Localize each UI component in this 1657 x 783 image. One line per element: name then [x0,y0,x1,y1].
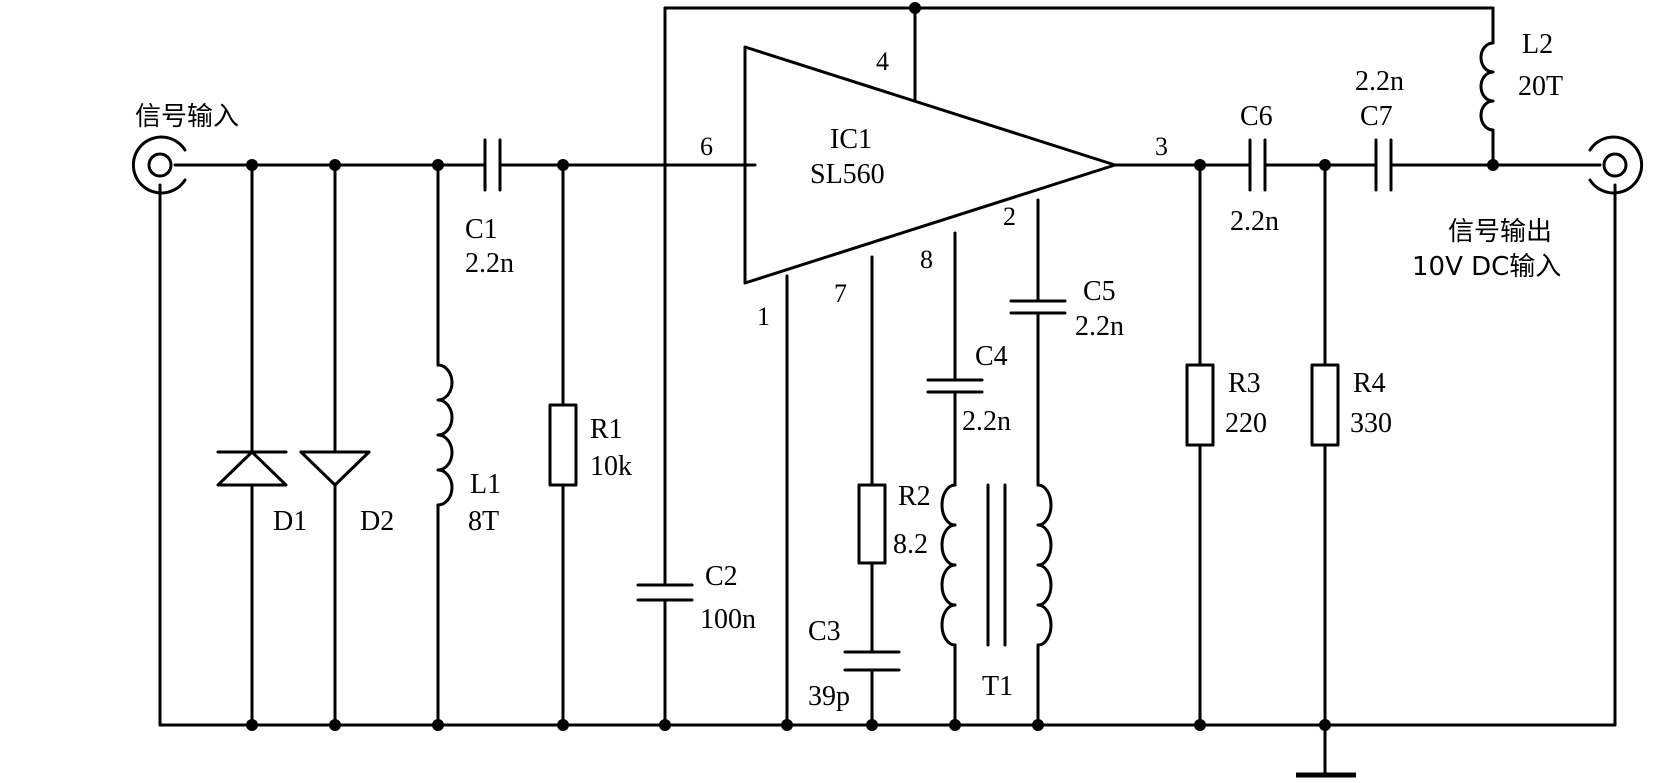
l2-ref-label: L2 [1522,29,1553,60]
junction-dots [246,2,1499,731]
input-terminal-label: 信号输入 [135,102,239,132]
c6-ref-label: C6 [1240,101,1273,132]
capacitor-c7-symbol [1374,138,1393,192]
resistor-r1-symbol [548,403,578,487]
r2-value-label: 8.2 [893,529,928,560]
resistor-r2-symbol [857,483,887,565]
c1-value-label: 2.2n [465,248,514,279]
c2-value-label: 100n [700,604,756,635]
d2-ref-label: D2 [360,506,394,537]
ic1-amplifier-triangle [743,45,1117,285]
pin-7-label: 7 [834,279,847,308]
inductor-l1-symbol [436,363,454,507]
capacitor-c3-symbol [843,650,901,672]
pin-2-label: 2 [1003,202,1016,231]
input-terminal [131,135,187,195]
c3-ref-label: C3 [808,616,841,647]
pin-8-label: 8 [920,245,933,274]
c3-value-label: 39p [808,681,850,712]
wires [158,6,1617,775]
transformer-t1-symbol [940,483,1053,647]
r1-ref-label: R1 [590,414,623,445]
l1-value-label: 8T [468,506,499,537]
r3-value-label: 220 [1225,408,1267,439]
l2-value-label: 20T [1518,71,1563,102]
c6-value-label: 2.2n [1230,206,1279,237]
output-terminal-label: 信号输出 [1448,217,1552,247]
dc-input-label: 10V DC输入 [1412,252,1561,282]
pin-6-label: 6 [700,132,713,161]
pin-3-label: 3 [1155,132,1168,161]
d1-ref-label: D1 [273,506,307,537]
inductor-l2-symbol [1479,41,1495,132]
c4-ref-label: C4 [975,341,1008,372]
capacitor-c2-symbol [636,583,694,602]
resistor-r3-symbol [1185,363,1215,447]
c2-ref-label: C2 [705,561,738,592]
l1-ref-label: L1 [470,469,501,500]
ic-part-label: SL560 [810,159,885,190]
ic-ref-label: IC1 [830,124,872,155]
t1-ref-label: T1 [982,671,1013,702]
r4-ref-label: R4 [1353,368,1386,399]
pin-4-label: 4 [876,47,889,76]
output-terminal [1588,135,1644,195]
capacitor-c6-symbol [1248,138,1267,192]
capacitor-c5-symbol [1009,299,1067,315]
pin-1-label: 1 [757,302,770,331]
r3-ref-label: R3 [1228,368,1261,399]
c5-ref-label: C5 [1083,276,1116,307]
c7-value-label: 2.2n [1355,66,1404,97]
r1-value-label: 10k [590,451,632,482]
diode-d1-symbol [216,450,288,487]
diode-d2-symbol [299,450,371,487]
resistor-r4-symbol [1310,363,1340,447]
c1-ref-label: C1 [465,214,498,245]
c7-ref-label: C7 [1360,101,1393,132]
r2-ref-label: R2 [898,481,931,512]
c5-value-label: 2.2n [1075,311,1124,342]
r4-value-label: 330 [1350,408,1392,439]
capacitor-c1-symbol [483,138,502,192]
capacitor-c4-symbol [926,378,984,394]
c4-value-label: 2.2n [962,406,1011,437]
